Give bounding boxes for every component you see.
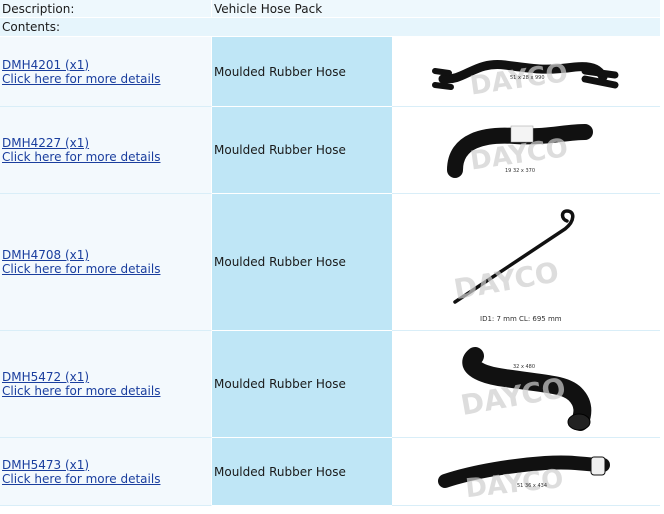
item-code-cell: DMH4708 (x1) Click here for more details (0, 194, 212, 331)
description-value: Vehicle Hose Pack (212, 0, 660, 18)
table-row: DMH5472 (x1) Click here for more details… (0, 331, 660, 438)
hose-image: DAYCO 32 x 480 (458, 347, 592, 431)
product-table: Description: Vehicle Hose Pack Contents:… (0, 0, 660, 506)
product-image-cell: DAYCO 51 x 28 x 990 (392, 37, 660, 107)
description-row: Description: Vehicle Hose Pack (0, 0, 660, 18)
table-row: DMH5473 (x1) Click here for more details… (0, 438, 660, 506)
hose-size-label: 51 x 28 x 990 (510, 75, 545, 81)
item-code-link[interactable]: DMH5473 (x1) (2, 457, 90, 472)
table-row: DMH4201 (x1) Click here for more details… (0, 37, 660, 107)
details-link[interactable]: Click here for more details (2, 71, 161, 86)
item-desc: Moulded Rubber Hose (212, 438, 392, 506)
details-link[interactable]: Click here for more details (2, 150, 161, 164)
item-code-cell: DMH4201 (x1) Click here for more details (0, 37, 212, 107)
description-label: Description: (0, 0, 212, 18)
item-code-cell: DMH5473 (x1) Click here for more details (0, 438, 212, 506)
item-code-cell: DMH5472 (x1) Click here for more details (0, 331, 212, 438)
item-code-link[interactable]: DMH4708 (x1) (2, 248, 90, 262)
hose-size-label: 32 x 480 (513, 364, 535, 370)
product-image-cell: DAYCO 51 36 x 434 (392, 438, 660, 506)
dayco-watermark: DAYCO (451, 255, 561, 306)
hose-image: DAYCO 51 x 28 x 990 (432, 58, 619, 101)
product-image-cell: DAYCO 32 x 480 (392, 331, 660, 438)
details-link[interactable]: Click here for more details (2, 262, 161, 276)
hose-image: DAYCO ID1: 7 mm CL: 695 mm (451, 209, 575, 323)
hose-image: DAYCO 19 32 x 370 (447, 124, 593, 178)
item-code-cell: DMH4227 (x1) Click here for more details (0, 107, 212, 194)
table-row: DMH4227 (x1) Click here for more details… (0, 107, 660, 194)
item-desc: Moulded Rubber Hose (212, 194, 392, 331)
details-link[interactable]: Click here for more details (2, 384, 161, 398)
product-image-cell: DAYCO 19 32 x 370 (392, 107, 660, 194)
hose-size-label: 51 36 x 434 (517, 483, 547, 489)
item-desc: Moulded Rubber Hose (212, 107, 392, 194)
table-row: DMH4708 (x1) Click here for more details… (0, 194, 660, 331)
contents-row: Contents: (0, 18, 660, 37)
item-code-link[interactable]: DMH5472 (x1) (2, 370, 90, 384)
product-image-cell: DAYCO ID1: 7 mm CL: 695 mm (392, 194, 660, 331)
item-desc: Moulded Rubber Hose (212, 37, 392, 107)
hose-size-label: 19 32 x 370 (505, 168, 535, 174)
hose-image: DAYCO 51 36 x 434 (438, 454, 610, 503)
details-link[interactable]: Click here for more details (2, 471, 161, 486)
item-code-link[interactable]: DMH4201 (x1) (2, 57, 90, 72)
hose-size-label: ID1: 7 mm CL: 695 mm (480, 315, 562, 323)
item-code-link[interactable]: DMH4227 (x1) (2, 136, 90, 150)
item-desc: Moulded Rubber Hose (212, 331, 392, 438)
contents-label: Contents: (0, 18, 660, 37)
